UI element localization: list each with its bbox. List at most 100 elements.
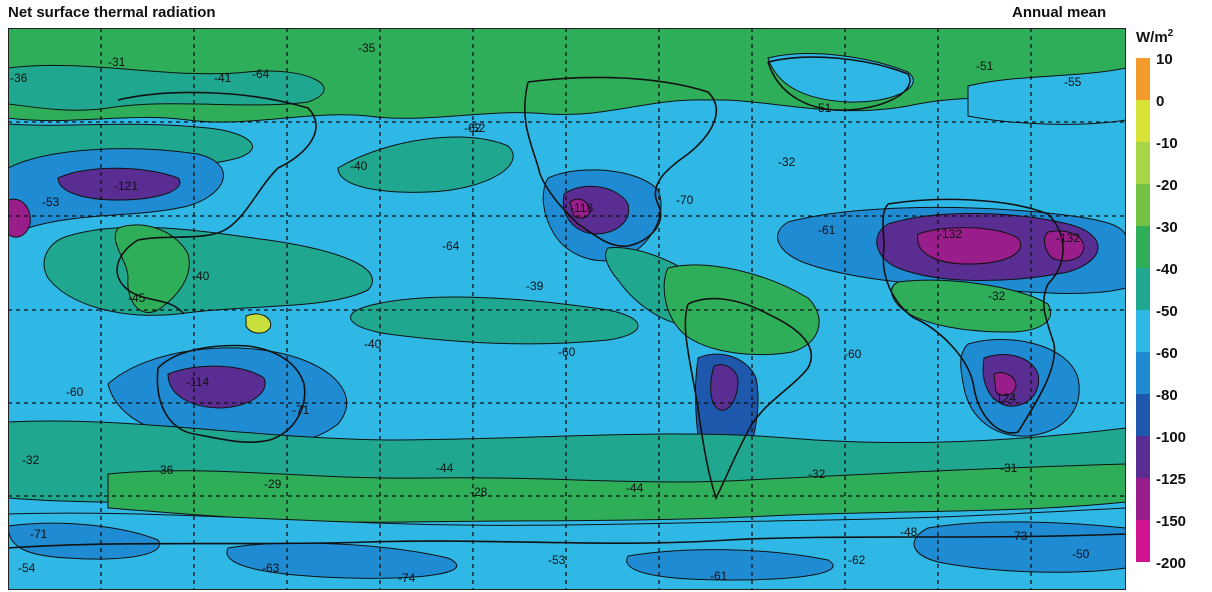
coast-eurasia <box>116 91 317 315</box>
arabia-magenta <box>1044 230 1085 262</box>
contour-label: -63 <box>262 561 280 575</box>
contour-label: -132 <box>938 227 962 241</box>
colorbar-tick-label: -10 <box>1156 135 1178 152</box>
colorbar-ticks: 100-10-20-30-40-50-60-80-100-125-150-200 <box>1156 51 1186 572</box>
contour-label: -114 <box>186 375 209 389</box>
map-frame <box>8 28 1126 590</box>
coast-australia <box>156 344 306 443</box>
contour-label: -61 <box>710 569 728 583</box>
colorbar-tick-label: -40 <box>1156 261 1178 278</box>
colorbar-swatch <box>1136 352 1150 394</box>
colorbar-tick-label: -100 <box>1156 429 1186 446</box>
contour-label: -52 <box>468 121 486 135</box>
asia-purple <box>57 167 181 201</box>
contour-label: -53 <box>42 195 60 209</box>
colorbar-swatch <box>1136 58 1150 100</box>
contour-label: -50 <box>1072 547 1090 561</box>
colorbar-swatch <box>1136 436 1150 478</box>
coast-antarctica <box>8 533 1126 549</box>
siberia-blue <box>967 67 1126 125</box>
coast-greenland <box>767 56 911 111</box>
contour-label: -44 <box>626 481 644 495</box>
colorbar-tick-label: -30 <box>1156 219 1178 236</box>
colorbar-swatch <box>1136 184 1150 226</box>
australia-purple <box>167 365 266 409</box>
coast-africa <box>882 198 1064 434</box>
contour-label: -53 <box>548 553 566 567</box>
colorbar-tick-label: -20 <box>1156 177 1178 194</box>
contour-label: -44 <box>436 461 454 475</box>
contour-label: -40 <box>364 337 382 351</box>
contour-label: -39 <box>526 279 544 293</box>
contour-label: -31 <box>1000 461 1018 475</box>
contour-label: -48 <box>900 525 918 539</box>
rockies-magenta <box>569 198 591 219</box>
colorbar-tick-label: 10 <box>1156 51 1173 68</box>
contour-labels: -35 -31 -41 -64 -36 -121 -53 -40 -62 -11… <box>10 41 1090 585</box>
contour-label: -62 <box>464 121 482 135</box>
contour-label: -71 <box>292 403 310 417</box>
contour-label: -62 <box>848 553 866 567</box>
colorbar-tick-label: -50 <box>1156 303 1178 320</box>
colorbar-swatch <box>1136 142 1150 184</box>
colorbar-swatch <box>1136 226 1150 268</box>
contour-label: -45 <box>128 291 146 305</box>
colorbar-swatch <box>1136 310 1150 352</box>
southern-green-band <box>107 463 1126 523</box>
contour-label: -64 <box>442 239 460 253</box>
maritime-green <box>114 224 190 313</box>
contour-label: -61 <box>818 223 836 237</box>
colorbar-swatch <box>1136 394 1150 436</box>
contour-label: -121 <box>114 179 138 193</box>
colorbar-tick-label: -125 <box>1156 471 1186 488</box>
contour-label: -64 <box>252 67 270 81</box>
colorbar-tick-label: 0 <box>1156 93 1164 110</box>
contour-label: -73 <box>1010 529 1028 543</box>
graticule <box>8 28 1126 590</box>
contour-label: -35 <box>358 41 376 55</box>
contour-label: -60 <box>66 385 84 399</box>
central-africa-green <box>891 279 1051 333</box>
map-title: Net surface thermal radiation <box>8 4 216 21</box>
contour-label: -60 <box>558 345 576 359</box>
contour-label: -36 <box>10 71 28 85</box>
map-subtitle: Annual mean <box>1012 4 1107 21</box>
arctic-teal <box>8 64 325 111</box>
colorbar-swatch <box>1136 478 1150 520</box>
andes-purple <box>710 364 739 411</box>
contour-label: -70 <box>676 193 694 207</box>
coast-south-america <box>684 297 813 501</box>
contour-label: -32 <box>778 155 796 169</box>
contour-label: -36 <box>156 463 174 477</box>
colorbar-swatch <box>1136 268 1150 310</box>
colorbar: W/m2 100-10-20-30-40-50-60-80-100-125-15… <box>1136 28 1186 572</box>
contour-label: -51 <box>976 59 994 73</box>
kalahari-magenta <box>993 372 1017 396</box>
contour-label: -54 <box>18 561 36 575</box>
contour-label: -41 <box>214 71 232 85</box>
antarctic-dark-4 <box>913 521 1126 573</box>
new-guinea-yellow <box>245 313 272 334</box>
contour-label: -40 <box>192 269 210 283</box>
contour-label: -71 <box>30 527 48 541</box>
coast-north-america <box>524 76 718 247</box>
contour-label: -60 <box>844 347 862 361</box>
colorbar-swatch <box>1136 520 1150 562</box>
contour-label: -118 <box>570 201 593 215</box>
colorbar-tick-label: -60 <box>1156 345 1178 362</box>
colorbar-unit-sup: 2 <box>1168 28 1174 39</box>
contour-label: -32 <box>22 453 40 467</box>
tibet-magenta <box>8 198 31 238</box>
colorbar-tick-label: -200 <box>1156 555 1186 572</box>
contour-label: -51 <box>814 101 832 115</box>
coastlines <box>8 56 1126 549</box>
contour-label: -31 <box>108 55 126 69</box>
north-america-purple <box>562 185 630 235</box>
contour-label: -28 <box>470 485 488 499</box>
south-america-green <box>663 264 820 356</box>
contour-label: -132 <box>1056 231 1080 245</box>
contour-label: -29 <box>264 477 282 491</box>
contour-label: -32 <box>808 467 826 481</box>
colorbar-tick-label: -80 <box>1156 387 1178 404</box>
contour-label: -55 <box>1064 75 1082 89</box>
